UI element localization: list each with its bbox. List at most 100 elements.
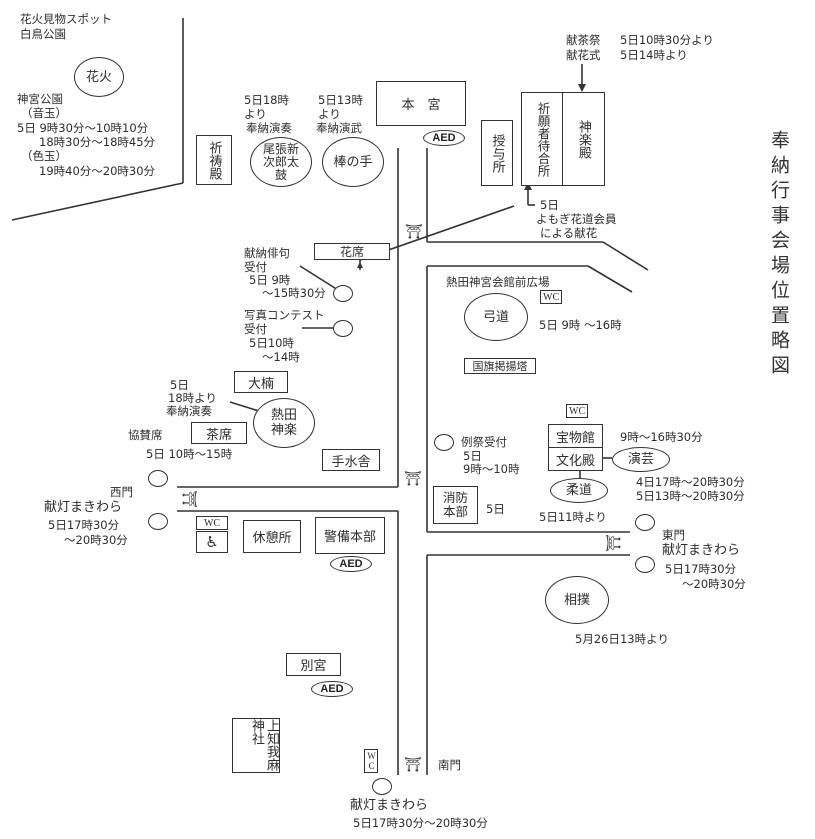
chaseki-time: 5日 10時～15時 (146, 447, 233, 461)
aed-security: AED (330, 556, 372, 572)
reisai-time: 9時～10時 (463, 462, 520, 476)
fireworks-spot-park: 白鳥公園 (20, 27, 66, 41)
kaguraden-building: 神楽殿 (562, 92, 605, 186)
plaza-north-diagonal (587, 265, 633, 293)
kenka-time: 5日14時より (620, 48, 688, 62)
reisai-day: 5日 (463, 449, 482, 463)
photo-contest-label-2: 受付 (244, 322, 267, 336)
west-gate-lantern-marker-1[interactable] (148, 470, 168, 487)
fireworks-spot-label: 花火見物スポット (20, 12, 112, 26)
fire-department-building: 消防本部 (433, 486, 478, 524)
color-fireworks-label: （色玉） (21, 149, 67, 163)
aed-honguu: AED (423, 130, 465, 146)
owari-time-2: より (244, 107, 267, 121)
kenka-label: 献花式 (566, 48, 601, 62)
houmotsukan-hours: 9時～16時30分 (620, 430, 703, 444)
kamichikama-shrine: 上知我麻神社 (232, 718, 280, 773)
east-gate-lantern-marker-2[interactable] (635, 556, 655, 573)
wc-plaza: WC (540, 290, 563, 304)
kagura-label: 奉納演奏 (166, 404, 212, 418)
judo-circle: 柔道 (550, 478, 608, 503)
wc-west: WC (196, 516, 228, 530)
west-gate-time-2: ～20時30分 (64, 533, 128, 547)
wheelchair-icon: ♿ (196, 531, 228, 553)
bounote-circle: 棒の手 (322, 137, 384, 187)
haiku-time-1: 5日 9時 (249, 273, 291, 287)
sound-fireworks-time-1: 5日 9時30分～10時10分 (17, 121, 149, 135)
bounote-time-1: 5日13時 (318, 93, 363, 107)
east-gate-time-1: 5日17時30分 (665, 562, 737, 576)
sound-fireworks-time-2: 18時30分～18時45分 (39, 135, 156, 149)
judo-time: 5日11時より (539, 510, 607, 524)
torii-icon-west: ⛩ (180, 490, 197, 508)
east-gate-lantern-marker-1[interactable] (635, 514, 655, 531)
kyousan-seat-label: 協賛席 (128, 428, 163, 442)
photo-contest-time-2: ～14時 (262, 350, 300, 364)
kagura-day: 5日 (170, 378, 189, 392)
owari-time-1: 5日18時 (244, 93, 289, 107)
yomogi-arrowhead (524, 182, 532, 190)
wc-museum: WC (566, 404, 589, 418)
bunkaden-building: 文化殿 (548, 447, 603, 471)
west-gate-time-1: 5日17時30分 (48, 518, 120, 532)
haiku-connector (299, 265, 339, 291)
south-gate-lantern-marker[interactable] (372, 778, 392, 795)
south-gate-lantern: 献灯まきわら (350, 798, 429, 813)
kencha-time: 5日10時30分より (620, 33, 714, 47)
east-gate-lantern: 献灯まきわら (662, 543, 741, 558)
fireworks-park-label: 神宮公園 (17, 92, 63, 106)
atsuta-kagura-circle: 熱田神楽 (253, 398, 315, 448)
bounote-time-2: より (318, 107, 341, 121)
owari-taiko-circle: 尾張新次郎太鼓 (250, 137, 312, 187)
sumo-circle: 相撲 (545, 576, 609, 624)
wc-south: WC (364, 749, 378, 773)
south-gate-time: 5日17時30分～20時30分 (353, 816, 488, 830)
sound-fireworks-label: （音玉） (21, 106, 67, 120)
torii-icon-south: ⛩ (404, 757, 422, 773)
photo-contest-time-1: 5日10時 (249, 336, 294, 350)
reisai-reception-marker[interactable] (434, 434, 454, 451)
kencha-label: 献茶祭 (566, 33, 601, 47)
honguu-building: 本 宮 (376, 81, 466, 126)
west-gate-lantern-marker-2[interactable] (148, 513, 168, 530)
ookusu-tree: 大楠 (234, 371, 288, 393)
chaseki-building: 茶席 (191, 422, 247, 444)
fireworks-circle: 花火 (74, 57, 124, 97)
kaguraden-arrowhead (578, 84, 586, 92)
kigansha-building: 祈願者待合所 (521, 92, 564, 186)
color-fireworks-time: 19時40分～20時30分 (39, 164, 156, 178)
rest-area-building: 休憩所 (243, 520, 301, 553)
engei-time-1: 4日17時～20時30分 (636, 475, 745, 489)
haiku-time-2: ～15時30分 (262, 286, 326, 300)
fire-department-day: 5日 (486, 502, 505, 516)
aed-betsugu: AED (311, 681, 353, 697)
kyudo-circle: 弓道 (464, 293, 528, 341)
road-north-diagonal (602, 241, 649, 271)
engei-time-2: 5日13時～20時30分 (636, 489, 745, 503)
haiku-label-2: 受付 (244, 260, 267, 274)
park-boundary-diagonal (11, 182, 184, 221)
haiku-reception-marker[interactable] (333, 285, 353, 302)
sumo-time: 5月26日13時より (575, 632, 669, 646)
houmotsukan-building: 宝物館 (548, 424, 603, 449)
south-gate-label: 南門 (438, 758, 461, 772)
haiku-label-1: 献納俳句 (244, 246, 290, 260)
kyudo-time: 5日 9時 ～16時 (539, 318, 622, 332)
hanaseki-building: 花席 (314, 243, 390, 260)
torii-icon-center: ⛩ (404, 471, 422, 487)
photo-contest-marker[interactable] (333, 320, 353, 337)
torii-icon-east: ⛩ (605, 534, 622, 552)
map-title: 奉納行事会場位置略図 (768, 130, 790, 380)
yomogi-day: 5日 (540, 198, 559, 212)
owari-time-3: 奉納演奏 (246, 121, 292, 135)
hanaseki-arrowhead (357, 262, 363, 268)
torii-icon-north: ⛩ (405, 224, 423, 240)
yomogi-offering: による献花 (540, 226, 598, 240)
east-gate-label: 東門 (662, 528, 685, 542)
yomogi-members: よもぎ花道会員 (536, 212, 617, 226)
kitoden-building: 祈祷殿 (196, 135, 232, 185)
juyosho-building: 授与所 (481, 120, 513, 186)
reisai-label: 例祭受付 (461, 435, 507, 449)
plaza-label: 熱田神宮会館前広場 (446, 275, 550, 289)
